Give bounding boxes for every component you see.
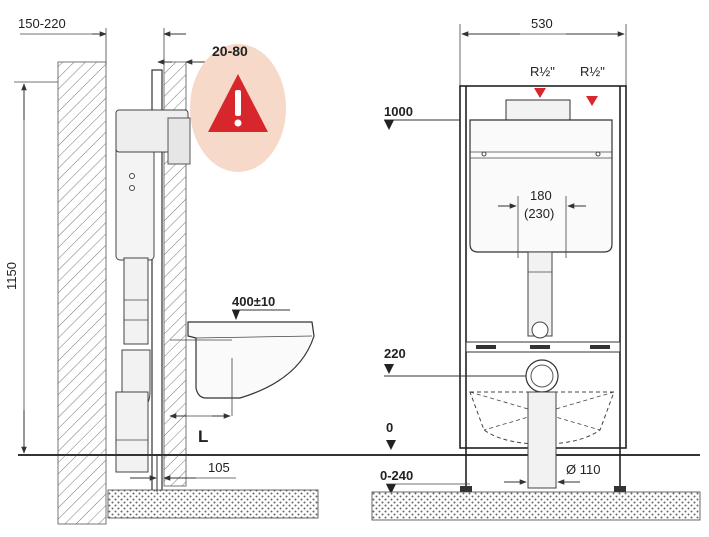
distance-label: L bbox=[198, 427, 208, 446]
front-cladding bbox=[163, 61, 187, 487]
cistern-front bbox=[469, 119, 613, 253]
valve-left-label: R½" bbox=[530, 64, 555, 79]
side-view: 150-220 1150 400±10 L 105 20-80 bbox=[4, 16, 700, 525]
floor-screed-left bbox=[107, 489, 319, 519]
drain-pipe-front bbox=[527, 391, 557, 489]
level-marker-icon bbox=[386, 440, 396, 450]
level-marker-icon bbox=[384, 120, 394, 130]
cistern-screw bbox=[129, 173, 135, 179]
depth-range-label: 0-240 bbox=[380, 468, 413, 483]
level-0-label: 0 bbox=[386, 420, 393, 435]
warning-range-label: 20-80 bbox=[212, 43, 248, 59]
level-marker-icon bbox=[232, 310, 240, 320]
bowl-height-label: 400±10 bbox=[232, 294, 275, 309]
bottom-offset-label: 105 bbox=[208, 460, 230, 475]
rear-wall bbox=[57, 61, 107, 525]
actuator-box bbox=[167, 117, 191, 165]
level-marker-icon bbox=[384, 364, 394, 374]
valve-right-marker-icon bbox=[586, 96, 598, 106]
toilet-bowl bbox=[187, 321, 315, 399]
front-view: 530 R½" R½" 1000 180 (230) bbox=[371, 16, 701, 521]
level-220-label: 220 bbox=[384, 346, 406, 361]
frame-width-label: 530 bbox=[531, 16, 553, 31]
warning-triangle-icon bbox=[208, 74, 268, 132]
wall-range-label: 150-220 bbox=[18, 16, 66, 31]
bowl-outline-dashed bbox=[469, 391, 615, 445]
flush-pipe bbox=[123, 257, 149, 345]
total-height-label: 1150 bbox=[4, 262, 19, 290]
level-1000-label: 1000 bbox=[384, 104, 413, 119]
drain-diameter-label: Ø 110 bbox=[566, 462, 600, 477]
valve-left-marker-icon bbox=[534, 88, 546, 98]
spacing-main-label: 180 bbox=[530, 188, 552, 203]
drain-pipe-vertical bbox=[115, 391, 149, 473]
spacing-alt-label: (230) bbox=[524, 206, 554, 221]
valve-right-label: R½" bbox=[580, 64, 605, 79]
level-marker-icon bbox=[386, 484, 396, 494]
cistern-screw bbox=[129, 185, 135, 191]
floor-screed-right bbox=[371, 491, 701, 521]
